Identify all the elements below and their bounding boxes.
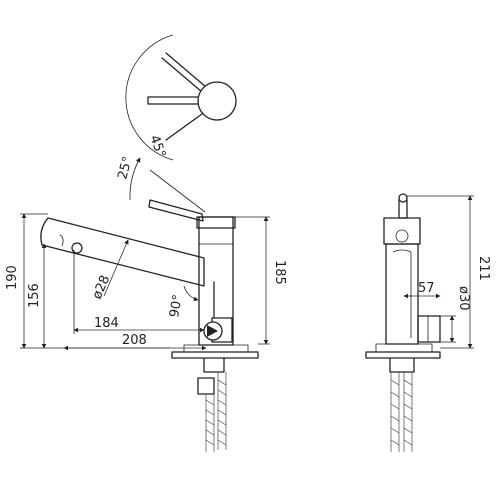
body-top-cap (196, 216, 236, 229)
dim-label-swivel: 90° (167, 293, 186, 318)
swivel-arc (183, 285, 199, 302)
rear-base-detail (375, 343, 433, 353)
spout-aerator (59, 234, 64, 247)
top-view: 45° (125, 34, 237, 161)
rear-shank (389, 357, 415, 373)
dim-label-57: 57 (418, 281, 435, 296)
dim-label-211: 211 (476, 256, 491, 281)
supply-hose-left (205, 394, 215, 452)
lever-alt-position (149, 169, 206, 213)
rear-base-plate (365, 351, 441, 359)
dim-line-d28 (103, 239, 129, 297)
lever (148, 199, 204, 222)
rear-hose-right (403, 372, 413, 452)
rear-lever-knob (398, 193, 408, 203)
base-plate (171, 351, 259, 359)
top-view-body-circle (197, 81, 237, 121)
side-valve-arrow-icon (207, 325, 218, 337)
rear-spout-profile (392, 249, 412, 338)
rear-lever-stem (398, 199, 408, 219)
dim-label-190: 190 (5, 265, 20, 290)
supply-hose-right (217, 372, 227, 450)
rear-hose-left (390, 372, 400, 452)
top-view-handle (147, 96, 207, 105)
spout (40, 217, 205, 287)
dim-label-208: 208 (122, 333, 147, 348)
lever-angle-arc (129, 157, 141, 201)
top-view-angle-label: 45° (146, 133, 168, 160)
top-view-lower-handle (165, 113, 203, 141)
lever-angle-label: 25° (115, 155, 135, 181)
side-view: 25° 190 156 185 (5, 155, 287, 452)
dim-label-d28: ø28 (90, 273, 113, 301)
top-view-handle-rotated (161, 52, 207, 93)
rear-body-cap (383, 217, 421, 245)
rear-view: 211 57 ø30 (365, 193, 491, 452)
rear-side-handle (417, 315, 441, 343)
dim-label-184: 184 (94, 316, 119, 331)
mounting-shank (203, 357, 225, 373)
rear-body (385, 243, 419, 345)
dim-label-185: 185 (272, 260, 287, 285)
base-plate-detail (183, 344, 249, 353)
spout-outlet-ring (71, 242, 83, 254)
rear-cap-circle (395, 229, 409, 243)
dim-label-156: 156 (27, 283, 42, 308)
top-view-swing-arc (125, 34, 174, 161)
dim-label-d30: ø30 (456, 286, 471, 311)
shutoff-fitting (197, 377, 215, 395)
